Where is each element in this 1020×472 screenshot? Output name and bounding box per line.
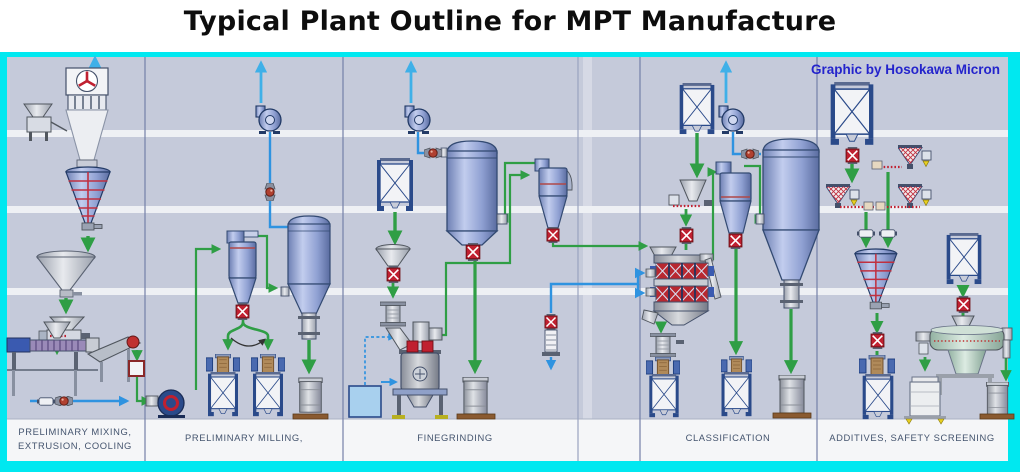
feed-station-icon bbox=[23, 103, 68, 141]
section-preliminary-milling bbox=[145, 105, 331, 420]
big-bag-filling-station-icon bbox=[251, 354, 285, 417]
product-drum-icon bbox=[904, 376, 946, 425]
air-classifier-icon bbox=[641, 246, 722, 326]
product-drum-icon bbox=[979, 382, 1015, 420]
cooling-bin-icon bbox=[128, 360, 145, 377]
coarse-return-valve-icon bbox=[542, 314, 560, 356]
discharge-valve-icon bbox=[845, 147, 860, 164]
inline-valve-icon bbox=[741, 148, 759, 160]
credit-text: Graphic by Hosokawa Micron bbox=[811, 62, 1000, 77]
buffer-hopper-icon bbox=[35, 250, 97, 298]
big-bag-filling-station-icon bbox=[206, 354, 240, 417]
section-dividers bbox=[144, 57, 818, 461]
inline-valve-icon bbox=[424, 147, 442, 159]
dust-drum-icon bbox=[772, 375, 812, 419]
conveying-blower-icon bbox=[145, 389, 185, 418]
big-bag-filling-station-icon bbox=[859, 355, 895, 420]
air-flow-lines bbox=[30, 55, 761, 407]
page-title: Typical Plant Outline for MPT Manufactur… bbox=[183, 6, 837, 37]
dust-drum-icon bbox=[456, 377, 496, 420]
dust-drum-icon bbox=[292, 377, 329, 420]
cyclone-icon bbox=[226, 230, 259, 320]
rotary-valve-icon bbox=[650, 333, 684, 357]
bag-filter-icon bbox=[755, 138, 820, 309]
section-additives-screening bbox=[826, 82, 1015, 425]
inline-valve-icon bbox=[55, 396, 73, 406]
cyclone-icon bbox=[534, 158, 573, 243]
section-fine-grinding bbox=[348, 105, 573, 420]
big-bag-filling-station-icon bbox=[646, 357, 680, 418]
filter-fan-unit-icon bbox=[65, 67, 109, 168]
vibratory-feeder-icon bbox=[668, 179, 712, 208]
mixer-discharge-valve-icon bbox=[870, 332, 885, 349]
diverter-arc bbox=[230, 337, 266, 347]
feed-hopper-icon bbox=[375, 244, 411, 283]
section-label-classification: CLASSIFICATION bbox=[686, 432, 771, 443]
section-classification bbox=[641, 83, 820, 419]
section-label-mixing-line2: EXTRUSION, COOLING bbox=[18, 440, 132, 451]
additive-dosing-feeder-icon bbox=[871, 145, 932, 170]
additive-dosing-feeder-icon bbox=[826, 184, 932, 211]
section-label-mixing-line1: PRELIMINARY MIXING, bbox=[18, 426, 131, 437]
inline-valve-icon bbox=[264, 183, 276, 201]
liquid-tank-icon bbox=[348, 385, 382, 418]
bag-filter-icon bbox=[440, 140, 508, 261]
screen-feed-valve-icon bbox=[956, 296, 971, 313]
section-label-additives: ADDITIVES, SAFETY SCREENING bbox=[829, 432, 995, 443]
dosing-monitor-icon bbox=[879, 229, 897, 238]
bag-filter-silo-icon bbox=[280, 215, 331, 340]
cyclone-icon bbox=[715, 161, 752, 249]
dosing-monitor-icon bbox=[857, 229, 875, 238]
section-preliminary-mixing bbox=[6, 67, 145, 406]
big-bag-filling-station-icon bbox=[720, 356, 753, 417]
section-label-milling: PRELIMINARY MILLING, bbox=[185, 432, 303, 443]
pump-icon bbox=[37, 397, 55, 406]
section-label-finegrinding: FINEGRINDING bbox=[417, 432, 492, 443]
feed-valve-icon bbox=[679, 227, 694, 244]
classifier-mill-icon bbox=[385, 321, 448, 419]
